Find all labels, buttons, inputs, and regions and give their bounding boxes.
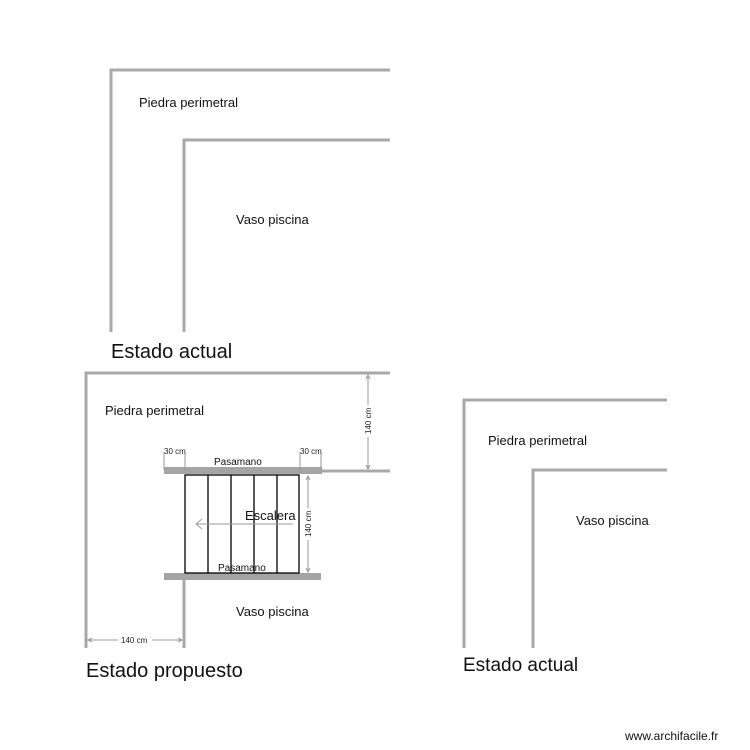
outer-wall xyxy=(462,398,667,648)
dim-140-vertical-top: 140 cm xyxy=(362,373,374,471)
inner-wall xyxy=(182,138,390,332)
dim-30-right: 30 cm xyxy=(299,447,322,470)
handrail-top-label: Pasamano xyxy=(214,457,262,468)
plan-title: Estado actual xyxy=(463,655,578,676)
dim-140-horizontal: 140 cm xyxy=(86,634,184,646)
inner-label: Vaso piscina xyxy=(576,513,650,528)
watermark: www.archifacile.fr xyxy=(624,729,718,743)
plan-title: Estado propuesto xyxy=(86,660,243,682)
svg-text:30 cm: 30 cm xyxy=(300,447,322,456)
svg-text:140 cm: 140 cm xyxy=(304,510,313,537)
svg-text:30 cm: 30 cm xyxy=(164,447,186,456)
handrail-top xyxy=(164,467,322,474)
plan-title: Estado actual xyxy=(111,341,232,363)
plan-top: Piedra perimetral Vaso piscina Estado ac… xyxy=(109,68,390,363)
outer-label: Piedra perimetral xyxy=(105,403,204,418)
outer-label: Piedra perimetral xyxy=(139,95,238,110)
handrail-bottom xyxy=(164,573,321,580)
stair-label: Escalera xyxy=(245,508,296,523)
svg-text:140 cm: 140 cm xyxy=(121,636,148,645)
dim-30-left: 30 cm xyxy=(163,447,186,470)
inner-label: Vaso piscina xyxy=(236,604,310,619)
svg-text:140 cm: 140 cm xyxy=(364,407,373,434)
outer-wall xyxy=(84,371,390,648)
plan-right: Piedra perimetral Vaso piscina Estado ac… xyxy=(462,398,667,676)
outer-label: Piedra perimetral xyxy=(488,433,587,448)
stair-direction-arrow-icon xyxy=(195,518,293,530)
plan-proposed: Escalera Pasamano Pasamano 30 cm 30 cm 1… xyxy=(84,371,390,682)
handrail-bottom-label: Pasamano xyxy=(218,563,266,574)
dim-140-vertical-stair: 140 cm xyxy=(302,474,314,574)
inner-wall xyxy=(531,468,667,648)
outer-wall xyxy=(109,68,390,332)
inner-label: Vaso piscina xyxy=(236,212,310,227)
